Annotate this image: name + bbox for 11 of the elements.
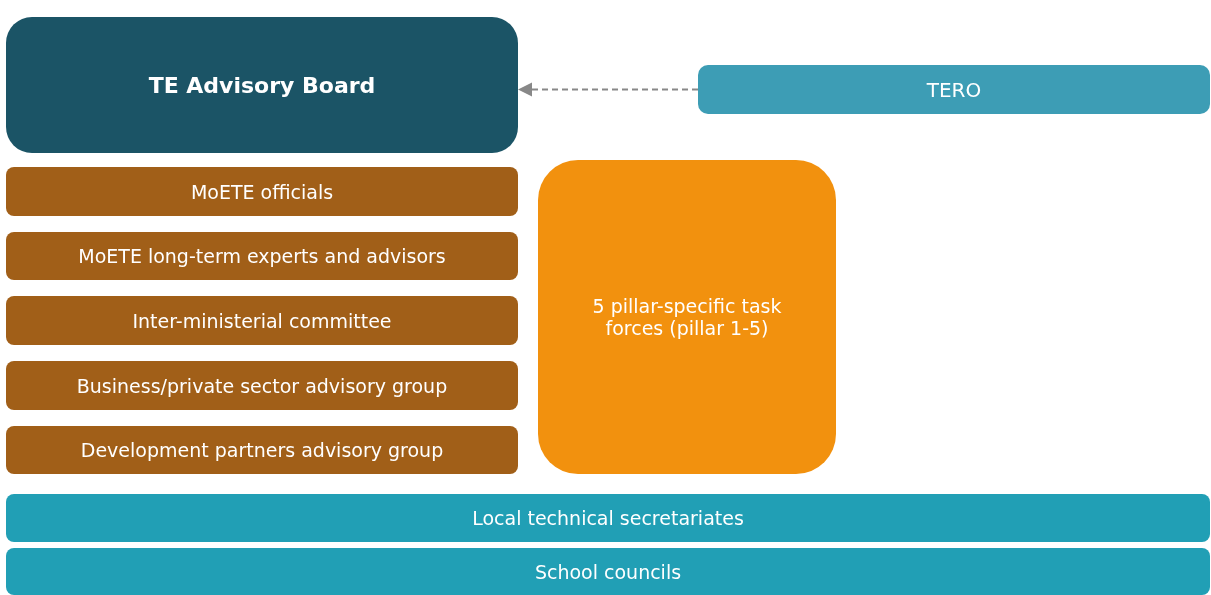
arrow [517, 82, 699, 97]
tier-bar: Local technical secretariates [6, 494, 1210, 542]
member-box: Business/private sector advisory group [6, 361, 518, 410]
member-box: MoETE officials [6, 167, 518, 216]
member-box: Inter-ministerial committee [6, 296, 518, 345]
task-force-box: 5 pillar-specific task forces (pillar 1-5) [538, 160, 836, 474]
board-box: TE Advisory Board [6, 17, 518, 153]
role-box: TERO [698, 65, 1210, 114]
member-box: MoETE long-term experts and advisors [6, 232, 518, 280]
member-box: Development partners advisory group [6, 426, 518, 474]
tier-bar: School councils [6, 548, 1210, 595]
